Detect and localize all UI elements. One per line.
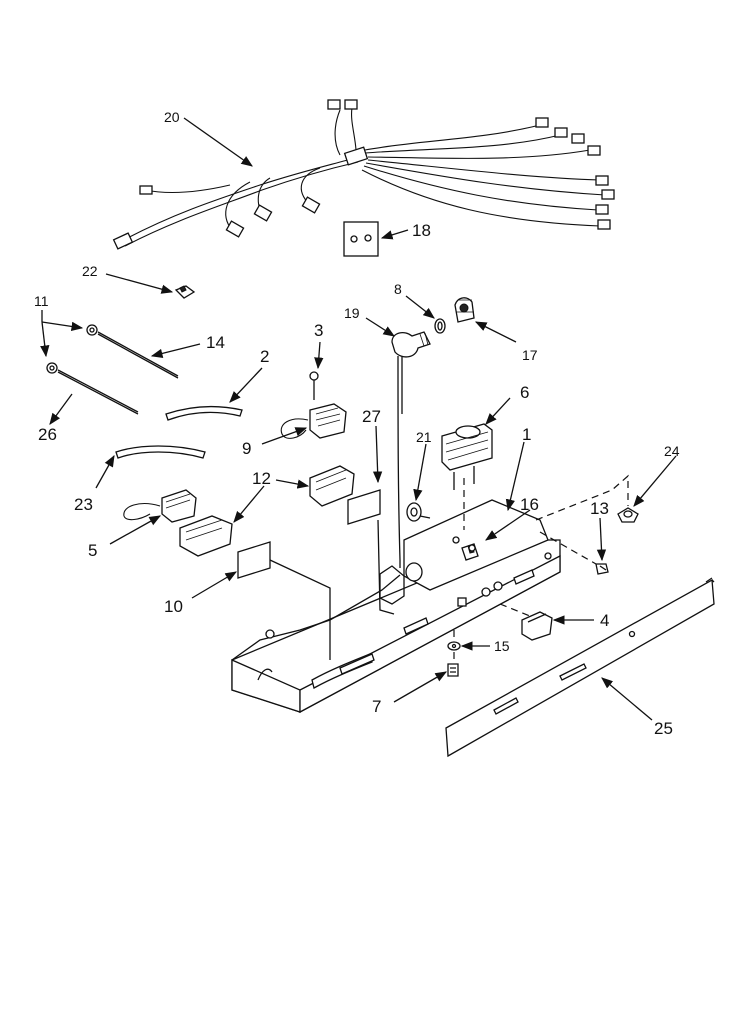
- callout-19: 19: [344, 305, 360, 321]
- label-panel-lower: [237, 541, 271, 579]
- callout-13: 13: [590, 499, 609, 518]
- callout-6: 6: [520, 383, 529, 402]
- label-panel-upper: [347, 489, 381, 525]
- lead-wires: [269, 355, 403, 660]
- callout-10: 10: [164, 597, 183, 616]
- callout-18: 18: [412, 221, 431, 240]
- screw-right: [595, 563, 609, 575]
- callout-21: 21: [416, 429, 432, 445]
- callout-7: 7: [372, 697, 381, 716]
- callout-4: 4: [600, 611, 609, 630]
- light-bulb: [391, 331, 431, 358]
- callout-1: 1: [522, 425, 531, 444]
- callout-15: 15: [494, 638, 510, 654]
- switch-right: [309, 465, 355, 507]
- foot-pad: [617, 507, 639, 523]
- callout-27: 27: [362, 407, 381, 426]
- rod-lower: [46, 362, 139, 415]
- callout-2: 2: [260, 347, 269, 366]
- wire-clip: [174, 285, 196, 299]
- control-unit: [441, 423, 493, 490]
- callout-8: 8: [394, 281, 402, 297]
- callout-17: 17: [522, 347, 538, 363]
- assembly-guides: [453, 474, 629, 662]
- mounting-plate: [343, 221, 379, 257]
- switch-lower: [123, 489, 197, 523]
- screw-bottom: [447, 663, 459, 677]
- callout-25: 25: [654, 719, 673, 738]
- callout-12: 12: [252, 469, 271, 488]
- knob: [406, 502, 431, 522]
- callout-11: 11: [34, 293, 49, 309]
- callout-16: 16: [520, 495, 539, 514]
- callout-23: 23: [74, 495, 93, 514]
- leader-arrows: [40, 117, 677, 721]
- lamp-socket: [454, 297, 475, 323]
- callout-26: 26: [38, 425, 57, 444]
- washer: [447, 641, 461, 651]
- callout-20: 20: [164, 109, 180, 125]
- control-housing: [231, 499, 561, 714]
- callout-labels: 20 18 22 8 17 19 11 14 3 2 6 26 9 27 21 …: [34, 109, 680, 738]
- tube-upper: [165, 405, 243, 421]
- callout-22: 22: [82, 263, 98, 279]
- callout-9: 9: [242, 439, 251, 458]
- callout-3: 3: [314, 321, 323, 340]
- wire-harness: [112, 99, 615, 250]
- tube-lower: [115, 445, 206, 459]
- callout-14: 14: [206, 333, 225, 352]
- screw: [309, 371, 319, 400]
- callout-24: 24: [664, 443, 680, 459]
- callout-5: 5: [88, 541, 97, 560]
- rod-upper: [86, 324, 179, 379]
- switch-left: [179, 515, 233, 557]
- cover-panel: [445, 577, 715, 758]
- bracket: [521, 611, 553, 641]
- grommet: [434, 318, 446, 334]
